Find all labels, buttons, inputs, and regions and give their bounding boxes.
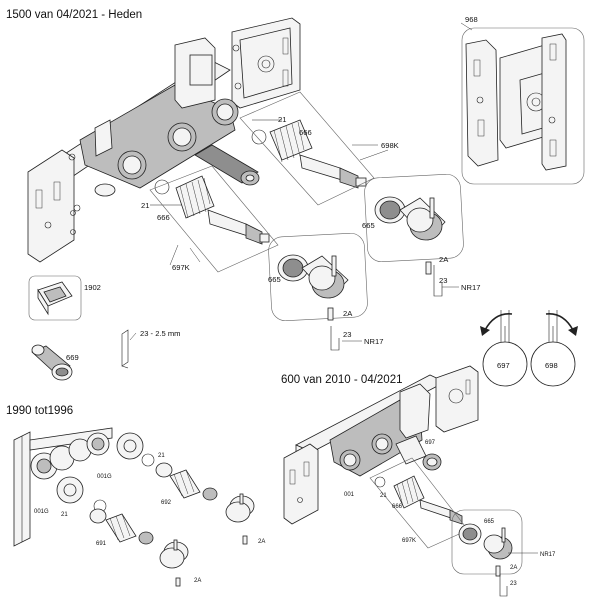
right-mounting-bracket xyxy=(231,17,301,109)
callout-669: 669 xyxy=(66,353,79,362)
rotation-indicator-697 xyxy=(480,310,528,387)
cartridge-upper xyxy=(251,119,367,189)
diagram-title-600-series: 600 van 2010 - 04/2021 xyxy=(281,374,403,386)
callout-968: 968 xyxy=(465,15,478,24)
callout-nr17-lower: NR17 xyxy=(364,337,383,346)
callout-23-lower: 23 xyxy=(343,330,351,339)
diagram-title-1990-series: 1990 tot1996 xyxy=(6,405,74,417)
callout-600-697: 697 xyxy=(425,440,436,446)
handle-kit-upper xyxy=(364,173,464,297)
bracket-968-inset xyxy=(460,22,585,185)
left-mounting-bracket xyxy=(27,149,76,263)
callout-1990-691: 691 xyxy=(96,541,107,547)
callout-600-2a: 2A xyxy=(510,565,517,571)
callout-1990-001g-upper: 001G xyxy=(97,474,112,480)
callout-2a-lower: 2A xyxy=(343,309,353,318)
callout-2a-upper: 2A xyxy=(439,255,449,264)
callout-21-upper: 21 xyxy=(278,115,286,124)
callout-600-001: 001 xyxy=(344,492,355,498)
callout-21-lower: 21 xyxy=(141,201,149,210)
assembly-1990-series xyxy=(13,427,255,587)
assembly-600-series xyxy=(283,365,523,597)
callout-1990-001g-lower: 001G xyxy=(34,509,49,515)
part-callouts: 968 21 666 698K 21 666 697K 665 2A 23 NR… xyxy=(34,15,558,587)
callout-1990-2a-upper: 2A xyxy=(258,539,265,545)
callout-600-697k: 697K xyxy=(402,538,416,544)
handle-kit-lower xyxy=(268,232,368,351)
callout-allen-key: 23 - 2.5 mm xyxy=(140,329,181,338)
callout-23-upper: 23 xyxy=(439,276,447,285)
bracket-600-right xyxy=(435,365,479,433)
callout-600-nr17: NR17 xyxy=(540,552,556,558)
callout-697k: 697K xyxy=(172,263,190,272)
rotation-label-698: 698 xyxy=(545,361,558,370)
callout-1990-21-upper: 21 xyxy=(158,453,165,459)
gasket-1902 xyxy=(28,275,82,321)
diagram-title-current: 1500 van 04/2021 - Heden xyxy=(6,9,143,21)
allen-key-tool xyxy=(121,329,129,369)
rotation-indicator-698 xyxy=(530,310,578,387)
callout-698k: 698K xyxy=(381,141,399,150)
callout-1990-21-lower: 21 xyxy=(61,512,68,518)
callout-600-665: 665 xyxy=(484,519,495,525)
callout-1990-692: 692 xyxy=(161,500,172,506)
cartridge-lower xyxy=(150,175,270,245)
callout-665-upper: 665 xyxy=(362,221,375,230)
callout-665-lower: 665 xyxy=(268,275,281,284)
callout-666-lower: 666 xyxy=(157,213,170,222)
main-assembly xyxy=(27,17,378,273)
callout-666-upper: 666 xyxy=(299,128,312,137)
callout-600-21: 21 xyxy=(380,493,387,499)
callout-1990-2a-lower: 2A xyxy=(194,578,201,584)
rotation-label-697: 697 xyxy=(497,361,510,370)
callout-600-23: 23 xyxy=(510,581,517,587)
leader-lines xyxy=(129,149,538,554)
mixer-housing xyxy=(79,37,260,197)
bracket-600-left xyxy=(283,443,319,525)
callout-nr17-upper: NR17 xyxy=(461,283,480,292)
callout-1902: 1902 xyxy=(84,283,101,292)
callout-600-666: 666 xyxy=(392,504,403,510)
sleeve-669 xyxy=(31,344,73,381)
